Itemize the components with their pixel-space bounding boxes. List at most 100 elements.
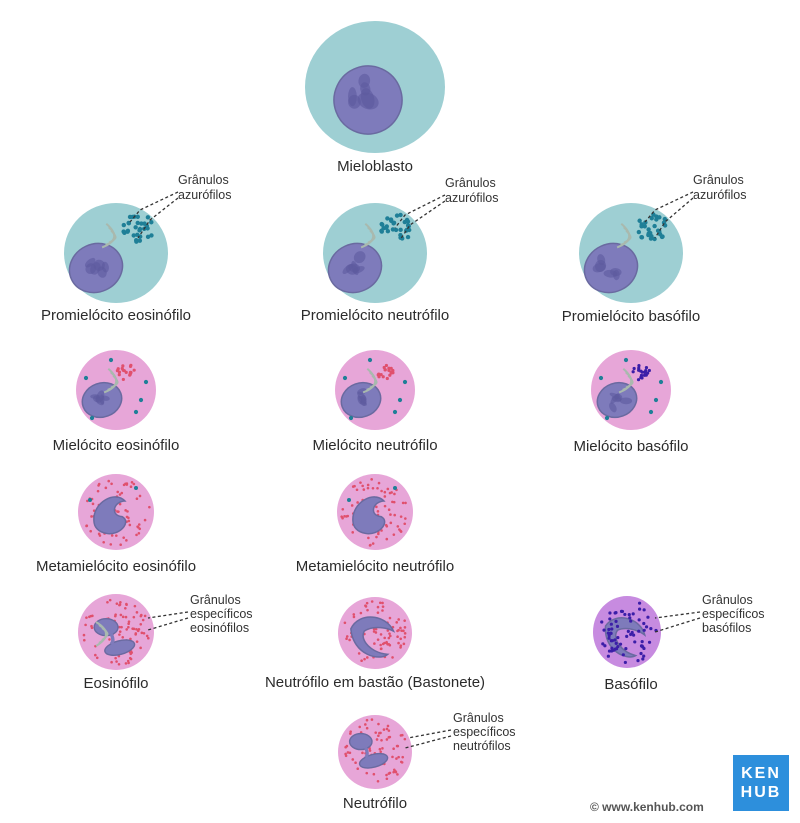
specific-granule <box>391 368 395 373</box>
specific-granule <box>377 481 381 485</box>
specific-granule <box>376 611 380 614</box>
specific-granule <box>364 604 367 607</box>
specific-granule <box>125 539 128 542</box>
azurophilic-granule <box>636 229 642 235</box>
cell-myelocyte-eosinophil <box>76 350 156 430</box>
specific-granule <box>107 479 111 483</box>
specific-granule <box>385 537 389 541</box>
specific-granule <box>104 486 108 490</box>
chromatin <box>597 254 606 266</box>
specific-granule <box>124 615 128 619</box>
specific-granule <box>370 600 374 603</box>
specific-granule <box>117 510 120 513</box>
azurophilic-granule <box>639 224 644 229</box>
specific-granule <box>137 532 141 535</box>
specific-granule <box>376 486 379 490</box>
specific-granule <box>139 614 143 618</box>
specific-granule <box>396 773 399 776</box>
azurophilic-granule <box>135 220 140 226</box>
specific-granule <box>135 611 139 614</box>
azurophilic-granule <box>127 214 133 220</box>
specific-granule <box>343 621 347 625</box>
specific-granule <box>644 625 649 629</box>
label-myelocyte-eosinophil: Mielócito eosinófilo <box>53 437 180 454</box>
specific-granule <box>639 373 644 377</box>
specific-granule <box>387 736 391 739</box>
golgi-apparatus <box>103 367 119 394</box>
specific-granule <box>394 770 398 774</box>
specific-granule <box>126 659 130 663</box>
azurophilic-granule <box>646 232 651 238</box>
note-azurophilic-3: Grânulos azurófilos <box>693 173 747 202</box>
nucleus <box>604 617 647 658</box>
specific-granule <box>367 536 370 540</box>
specific-granule <box>137 523 141 526</box>
azurophilic-granule <box>348 415 354 421</box>
cytoplasm <box>78 474 154 550</box>
specific-granule <box>145 634 149 638</box>
cell-metamyelocyte-neutrophil <box>337 474 413 550</box>
specific-granule <box>609 631 613 635</box>
specific-granule <box>397 618 400 621</box>
specific-granule <box>366 608 369 612</box>
note-line: específicos <box>702 607 765 621</box>
note-line: basófilos <box>702 621 751 635</box>
specific-granule <box>129 637 132 641</box>
specific-granule <box>602 628 606 632</box>
azurophilic-granule <box>133 409 139 415</box>
specific-granule <box>610 627 614 631</box>
specific-granule <box>399 626 402 630</box>
specific-granule <box>359 481 362 484</box>
specific-granule <box>143 518 147 522</box>
cell-myeloblast <box>305 21 445 153</box>
specific-granule <box>361 751 364 755</box>
specific-granule <box>392 747 395 751</box>
specific-granule <box>94 653 97 657</box>
azurophilic-granule <box>648 409 654 415</box>
specific-granule <box>381 605 385 608</box>
azurophilic-granule <box>131 233 136 238</box>
azurophilic-granule <box>134 486 138 490</box>
specific-granule <box>370 718 374 721</box>
specific-granule <box>384 523 388 527</box>
specific-granule <box>148 505 151 509</box>
specific-granule <box>362 488 366 491</box>
specific-granule <box>95 656 99 660</box>
specific-granule <box>91 502 95 506</box>
azurophilic-granule <box>405 234 411 240</box>
specific-granule <box>129 485 133 489</box>
specific-granule <box>387 368 391 372</box>
azurophilic-granule <box>385 216 390 221</box>
specific-granule <box>352 615 356 619</box>
specific-granule <box>96 489 100 493</box>
specific-granule <box>117 373 121 377</box>
annotation-leader-line <box>137 197 179 239</box>
specific-granule <box>363 657 366 661</box>
azurophilic-granule <box>143 379 149 385</box>
golgi-apparatus <box>362 367 378 394</box>
note-line: específicos <box>190 607 253 621</box>
note-azurophilic-1: Grânulos azurófilos <box>178 173 232 202</box>
specific-granule <box>623 660 627 665</box>
chromatin <box>610 268 622 277</box>
chromatin <box>93 395 101 403</box>
label-metamyelocyte-eosinophil: Metamielócito eosinófilo <box>36 558 196 575</box>
azurophilic-granule <box>393 486 397 490</box>
azurophilic-granule <box>392 409 398 415</box>
annotation-leader-line <box>129 191 179 223</box>
specific-granule <box>147 636 150 640</box>
specific-granule <box>383 504 387 508</box>
specific-granule <box>366 483 370 487</box>
note-line: Grânulos <box>190 593 241 607</box>
specific-granule <box>135 497 139 501</box>
chromatin <box>342 264 353 275</box>
azurophilic-granule <box>88 498 92 502</box>
specific-granule <box>375 738 379 741</box>
specific-granule <box>115 660 118 663</box>
golgi-apparatus <box>360 222 376 249</box>
nucleus <box>350 616 396 658</box>
cells-layer <box>64 21 683 789</box>
specific-granule <box>404 517 407 520</box>
specific-granule <box>121 364 125 368</box>
specific-granule <box>122 483 126 487</box>
